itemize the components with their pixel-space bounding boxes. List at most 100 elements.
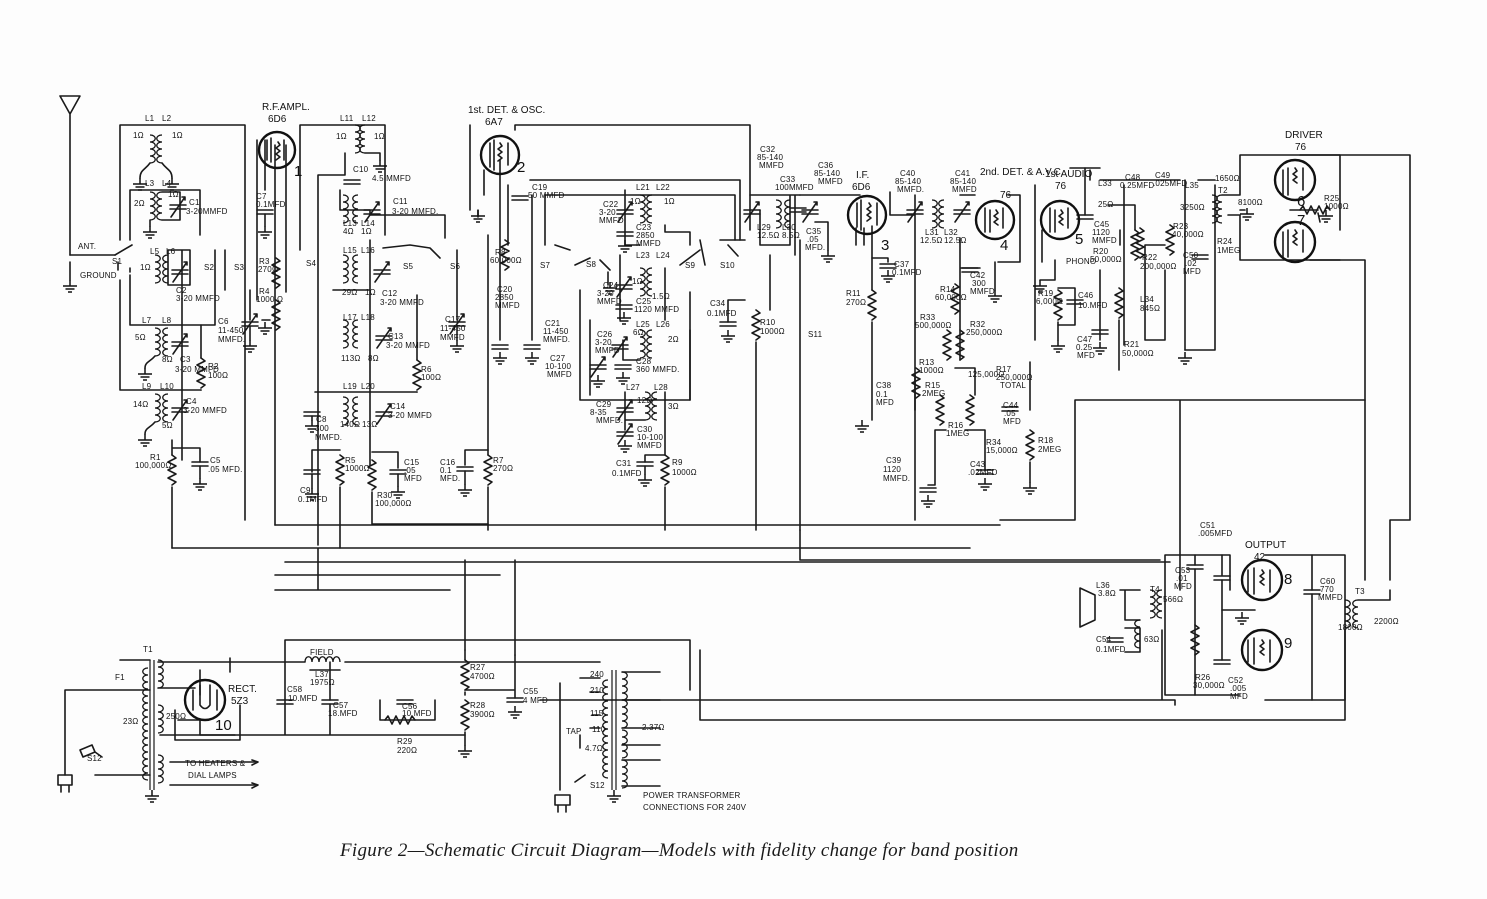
- S6-label: S6: [450, 262, 461, 271]
- L12-label: L12: [362, 114, 376, 123]
- C24-unit: MMFD: [597, 297, 622, 306]
- C22-unit: MMFD: [599, 216, 624, 225]
- pt-tap-240: 240: [590, 670, 604, 679]
- C47-unit: MFD: [1077, 351, 1095, 360]
- C48-label: C48: [1125, 173, 1141, 182]
- C14-label: C14: [390, 402, 406, 411]
- figure-caption: Figure 2—Schematic Circuit Diagram—Model…: [340, 840, 1019, 861]
- L28-value: 3Ω: [668, 402, 679, 411]
- pt-tap-110: 110: [592, 725, 606, 734]
- C40-label: C40: [900, 169, 916, 178]
- T3-primary: 1800Ω: [1338, 623, 1363, 632]
- pt-primary-value: 4.7Ω: [585, 744, 603, 753]
- C35-unit: MFD.: [805, 243, 825, 252]
- L17-value: 113Ω: [341, 354, 361, 363]
- L18-label: L18: [361, 313, 375, 322]
- L20-value: 13Ω: [362, 420, 377, 429]
- C50-unit: MFD: [1183, 267, 1201, 276]
- T1-value: 23Ω: [123, 717, 138, 726]
- C60-value: 770: [1320, 585, 1334, 594]
- S11-label: S11: [808, 330, 823, 339]
- C52-value: .005: [1230, 684, 1247, 693]
- tube-4-number: 4: [1000, 237, 1008, 254]
- L30-label: L30: [782, 223, 796, 232]
- C25-value: 1120 MMFD: [634, 305, 679, 314]
- tube-7-driver: [1273, 220, 1317, 264]
- C37-value: 0.1MFD: [892, 268, 922, 277]
- L25-value: 6Ω: [633, 328, 644, 337]
- R3-label: R3: [259, 257, 270, 266]
- C4-label: C4: [186, 397, 197, 406]
- tube-5-number: 5: [1075, 231, 1083, 248]
- tube-3-if: [846, 194, 888, 236]
- C23-value: 2850: [636, 231, 655, 240]
- R28-value: 3900Ω: [470, 710, 495, 719]
- C57-value: 18.MFD: [328, 709, 358, 718]
- L33-value: 25Ω: [1098, 200, 1113, 209]
- tube-10-type: 5Z3: [231, 696, 249, 707]
- C28-value: 360 MMFD.: [636, 365, 680, 374]
- R4-label: R4: [259, 287, 270, 296]
- R18-label: R18: [1038, 436, 1054, 445]
- C34-value: 0.1MFD: [707, 309, 737, 318]
- C58-label: C58: [287, 685, 303, 694]
- C53-label: C53: [1175, 566, 1191, 575]
- tube-8-number: 8: [1284, 571, 1292, 588]
- L26-label: L26: [656, 320, 670, 329]
- L8-value: 8Ω: [162, 355, 173, 364]
- L35-value: 3250Ω: [1180, 203, 1205, 212]
- L36-label: L36: [1096, 581, 1110, 590]
- C40-value: 85-140: [895, 177, 921, 186]
- L31-label: L31: [925, 228, 939, 237]
- heaters-label-2: DIAL LAMPS: [188, 771, 237, 780]
- pt-tap-115: 115: [590, 709, 604, 718]
- pt-tap-label: TAP: [566, 727, 582, 736]
- C41-value: 85-140: [950, 177, 976, 186]
- C1-label: C1: [189, 198, 200, 207]
- tube-8-type: 42: [1254, 552, 1266, 563]
- L15-label: L15: [343, 246, 357, 255]
- tube-10-rectifier: [183, 678, 227, 722]
- L20-label: L20: [361, 382, 375, 391]
- C60-label: C60: [1320, 577, 1336, 586]
- L11-value: 1Ω: [336, 132, 347, 141]
- C13-value: 3-20 MMFD: [386, 341, 430, 350]
- C42-label: C42: [970, 271, 986, 280]
- R27-value: 4700Ω: [470, 672, 495, 681]
- C35-label: C35: [806, 227, 822, 236]
- L18-value: 8Ω: [368, 354, 379, 363]
- C28-label: C28: [636, 357, 652, 366]
- C52-label: C52: [1228, 676, 1244, 685]
- C11-label: C11: [393, 197, 408, 206]
- C45-label: C45: [1094, 220, 1110, 229]
- C49-label: C49: [1155, 171, 1171, 180]
- C26-value: 3-20: [595, 338, 612, 347]
- R5-label: R5: [345, 456, 356, 465]
- C16-unit: MFD.: [440, 474, 460, 483]
- C44-value: .05: [1004, 409, 1016, 418]
- L7-label: L7: [142, 316, 152, 325]
- tube-2-number: 2: [517, 159, 525, 176]
- C8-label: C8: [316, 415, 327, 424]
- S4-label: S4: [306, 259, 317, 268]
- L8-label: L8: [162, 316, 172, 325]
- R23-label: R23: [1173, 222, 1189, 231]
- L21-value: 1Ω: [630, 197, 641, 206]
- ground-label: GROUND: [80, 271, 117, 280]
- L22-label: L22: [656, 183, 670, 192]
- field-label: FIELD: [310, 648, 334, 657]
- R19-label: R19: [1038, 289, 1054, 298]
- T2-primary: 1650Ω: [1215, 174, 1240, 183]
- R6-value: 100Ω: [421, 373, 441, 382]
- pt-title-1: POWER TRANSFORMER: [643, 791, 741, 800]
- tube-10-number: 10: [215, 717, 232, 734]
- C7-label: C7: [256, 192, 267, 201]
- C48-value: 0.25MFD: [1120, 181, 1154, 190]
- tube-1-rf-ampl: [257, 130, 297, 170]
- C30-value: 10-100: [637, 433, 663, 442]
- R1-value: 100,000Ω: [135, 461, 172, 470]
- C31-label: C31: [616, 459, 632, 468]
- C9-value: 0.1MFD: [298, 495, 328, 504]
- C27-value: 10-100: [545, 362, 571, 371]
- L16-value: 1Ω: [365, 288, 376, 297]
